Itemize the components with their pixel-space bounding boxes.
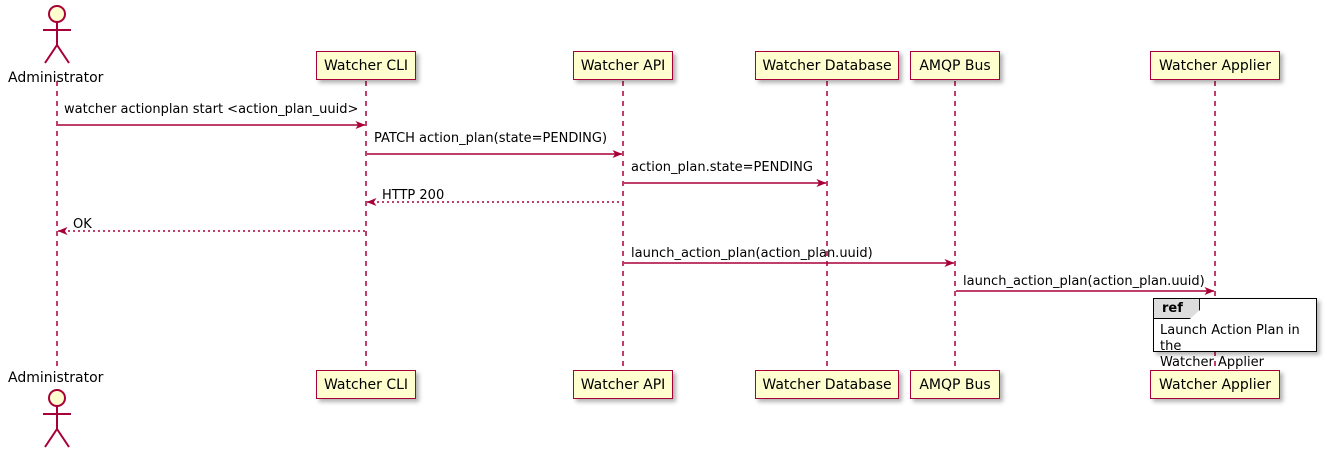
participant-applier-bottom[interactable]: Watcher Applier [1150, 370, 1280, 399]
participant-bus-top[interactable]: AMQP Bus [910, 51, 1000, 80]
participant-bus-bottom[interactable]: AMQP Bus [910, 370, 1000, 399]
message-label-7: launch_action_plan(action_plan.uuid) [963, 274, 1205, 289]
participant-api-top[interactable]: Watcher API [573, 51, 673, 80]
message-label-6: launch_action_plan(action_plan.uuid) [631, 246, 873, 261]
participant-db-top[interactable]: Watcher Database [755, 51, 899, 80]
administrator-label-bottom: Administrator [8, 370, 104, 386]
participant-api-bottom[interactable]: Watcher API [573, 370, 673, 399]
participant-cli-top[interactable]: Watcher CLI [316, 51, 416, 80]
actor-figures-group [43, 5, 71, 448]
actor-figure-administrator-bottom [43, 389, 71, 448]
message-arrows-group [57, 121, 1215, 295]
participant-db-bottom[interactable]: Watcher Database [755, 370, 899, 399]
participant-cli-bottom[interactable]: Watcher CLI [316, 370, 416, 399]
administrator-label-top: Administrator [8, 70, 104, 86]
ref-fragment-box: ref Launch Action Plan in the Watcher Ap… [1153, 298, 1317, 370]
ref-fragment-tab-label: ref [1154, 299, 1200, 319]
message-label-2: PATCH action_plan(state=PENDING) [374, 131, 608, 146]
ref-fragment-text: Launch Action Plan in the Watcher Applie… [1160, 323, 1300, 370]
message-label-3: action_plan.state=PENDING [631, 160, 813, 175]
actor-figure-administrator-top [43, 5, 71, 64]
message-label-4: HTTP 200 [382, 188, 445, 203]
message-label-1: watcher actionplan start <action_plan_uu… [64, 102, 359, 117]
message-label-5: OK [73, 217, 92, 232]
participant-applier-top[interactable]: Watcher Applier [1150, 51, 1280, 80]
